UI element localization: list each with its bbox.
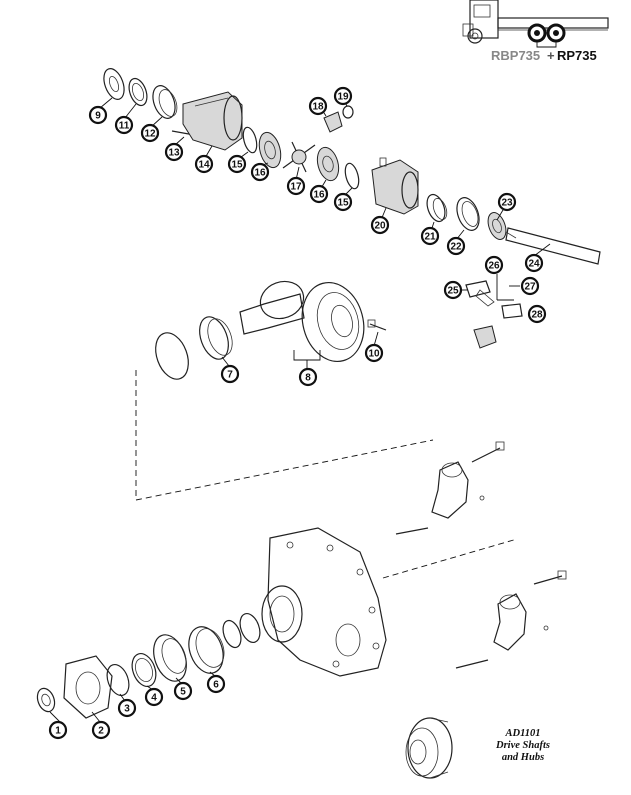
svg-text:27: 27: [524, 282, 536, 293]
callout-15-second: 15: [333, 192, 353, 212]
callout-10: 9: [88, 105, 108, 125]
svg-text:18: 18: [312, 102, 324, 113]
svg-text:23: 23: [501, 198, 513, 209]
callout-21: 21: [420, 226, 440, 246]
svg-text:26: 26: [488, 261, 500, 272]
callout-23: 23: [497, 192, 517, 212]
svg-text:20: 20: [374, 221, 386, 232]
truck-icon: [462, 0, 609, 48]
gear-set-group: [155, 280, 387, 380]
callout-6: 6: [206, 674, 226, 694]
svg-text:11: 11: [119, 121, 130, 132]
svg-text:4: 4: [151, 693, 157, 704]
callout-15: 15: [227, 154, 247, 174]
svg-text:21: 21: [424, 232, 436, 243]
model-label-plus: +: [547, 48, 555, 63]
callout-16-second: 16: [309, 184, 329, 204]
svg-text:14: 14: [198, 160, 210, 171]
callout-19: 19: [333, 86, 353, 106]
callout-labels: 9 11 12 13 14 15 16 17 18 19 16 15 20 21…: [48, 86, 547, 740]
callout-28: 28: [527, 304, 547, 324]
svg-text:12: 12: [144, 129, 156, 140]
svg-text:15: 15: [337, 198, 349, 209]
callout-27: 27: [520, 276, 540, 296]
callout-12: 12: [140, 123, 160, 143]
callout-14: 14: [194, 154, 214, 174]
reference-caption: AD1101 Drive Shafts and Hubs: [468, 728, 578, 764]
axle-housing: [261, 527, 387, 677]
callout-8: 8: [298, 367, 318, 387]
bearing-cap-group: [395, 441, 567, 669]
callout-16: 16: [250, 162, 270, 182]
svg-text:13: 13: [168, 148, 180, 159]
callout-1: 1: [48, 720, 68, 740]
model-label-rp735: RP735: [557, 48, 597, 63]
svg-text:5: 5: [180, 687, 186, 698]
svg-text:22: 22: [450, 242, 462, 253]
svg-text:16: 16: [313, 190, 325, 201]
reference-line-2: and Hubs: [501, 752, 545, 763]
svg-text:17: 17: [290, 182, 302, 193]
svg-text:2: 2: [98, 726, 104, 737]
svg-text:9: 9: [95, 111, 101, 122]
svg-text:25: 25: [447, 286, 459, 297]
lock-parts-group: [465, 274, 523, 349]
callout-26: 26: [484, 255, 504, 275]
svg-text:19: 19: [337, 92, 349, 103]
hub-icon: [405, 717, 453, 779]
svg-text:15: 15: [231, 160, 243, 171]
callout-7: 7: [220, 364, 240, 384]
callout-25: 25: [443, 280, 463, 300]
svg-text:28: 28: [531, 310, 543, 321]
differential-parts-group: [103, 68, 601, 265]
reference-code: AD1101: [505, 728, 541, 739]
callout-13: 13: [164, 142, 184, 162]
callout-5: 5: [173, 681, 193, 701]
callout-4: 4: [144, 687, 164, 707]
callout-20: 20: [370, 215, 390, 235]
callout-18: 18: [308, 96, 328, 116]
model-label-rbp735: RBP735: [491, 48, 541, 63]
svg-text:16: 16: [254, 168, 266, 179]
svg-text:7: 7: [227, 370, 233, 381]
reference-line-1: Drive Shafts: [496, 740, 550, 751]
callout-2: 2: [91, 720, 111, 740]
assembly-dashed-lines: [135, 370, 518, 579]
callout-9: 10: [364, 343, 384, 363]
callout-22: 22: [446, 236, 466, 256]
callout-11: 11: [114, 115, 134, 135]
svg-text:3: 3: [124, 704, 130, 715]
svg-text:6: 6: [213, 680, 219, 691]
svg-text:1: 1: [55, 726, 61, 737]
callout-3: 3: [117, 698, 137, 718]
svg-text:8: 8: [305, 373, 311, 384]
svg-text:24: 24: [528, 259, 540, 270]
callout-24: 24: [524, 253, 544, 273]
callout-17: 17: [286, 176, 306, 196]
svg-text:10: 10: [368, 349, 380, 360]
